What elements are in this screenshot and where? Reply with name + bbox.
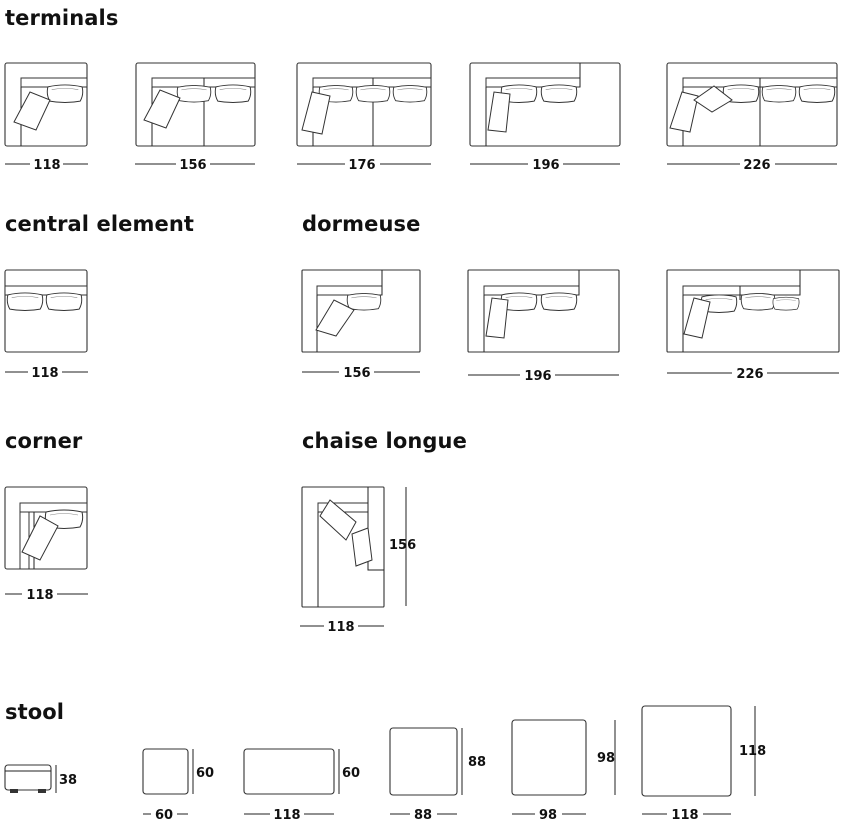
- dimension-label: 118: [33, 158, 60, 173]
- dimension-label: 118: [26, 588, 53, 603]
- dimension-central-118: 118: [5, 366, 88, 381]
- dimension-stool-38: 38: [55, 765, 77, 793]
- dimension-label: 156: [389, 538, 416, 553]
- dimension-stool-60: 60 60: [143, 749, 214, 823]
- dimension-stool-118: 118 118: [642, 706, 766, 823]
- dimension-label: 196: [532, 158, 559, 173]
- dimension-terminal-226: 226: [667, 158, 837, 173]
- terminal-156: [135, 62, 256, 147]
- stool-118x60: [243, 748, 335, 795]
- dimension-label: 60: [155, 808, 173, 823]
- stool-60: [142, 748, 189, 795]
- dimension-label: 118: [671, 808, 698, 823]
- dimension-stool-98: 98 98: [512, 720, 616, 823]
- dimension-label: 60: [196, 766, 214, 781]
- dimension-label: 88: [468, 755, 486, 770]
- dimension-label: 156: [179, 158, 206, 173]
- dimension-terminal-156: 156: [135, 158, 255, 173]
- dimension-label: 118: [739, 744, 766, 759]
- terminal-176: [296, 62, 432, 147]
- stool-98: [511, 719, 587, 796]
- dimension-label: 196: [524, 369, 551, 384]
- dimension-stool-88: 88 88: [390, 728, 486, 823]
- dimension-chaise-width: 118: [300, 620, 384, 635]
- dimension-terminal-176: 176: [297, 158, 431, 173]
- dimension-label: 60: [342, 766, 360, 781]
- terminal-226: [666, 62, 838, 147]
- dormeuse-196: [467, 269, 620, 353]
- dimension-label: 176: [348, 158, 375, 173]
- dimension-label: 118: [273, 808, 300, 823]
- central-element-118: [4, 269, 88, 353]
- section-title-dormeuse: dormeuse: [302, 212, 421, 236]
- stool-38: [4, 764, 52, 793]
- stool-88: [389, 727, 458, 796]
- section-title-terminals: terminals: [5, 6, 119, 30]
- dormeuse-156: [301, 269, 421, 353]
- dimension-label: 118: [327, 620, 354, 635]
- dormeuse-226: [666, 269, 840, 353]
- dimension-label: 98: [539, 808, 557, 823]
- corner-118: [4, 486, 88, 570]
- dimension-dormeuse-156: 156: [302, 366, 420, 381]
- terminal-118: [4, 62, 88, 147]
- terminal-196: [469, 62, 621, 147]
- dimension-label: 38: [59, 773, 77, 788]
- dimension-label: 88: [414, 808, 432, 823]
- stool-118: [641, 705, 732, 797]
- dimension-label: 98: [597, 751, 615, 766]
- section-title-stool: stool: [5, 700, 65, 724]
- dimension-label: 118: [31, 366, 58, 381]
- dimension-label: 156: [343, 366, 370, 381]
- section-title-corner: corner: [5, 429, 83, 453]
- dimension-dormeuse-226: 226: [667, 367, 839, 382]
- chaise-longue: [301, 486, 385, 608]
- section-title-chaise-longue: chaise longue: [302, 429, 467, 453]
- dimension-corner-118: 118: [5, 588, 88, 603]
- dimension-chaise-depth: 156: [389, 487, 416, 606]
- dimension-label: 226: [743, 158, 770, 173]
- section-title-central-element: central element: [5, 212, 195, 236]
- dimension-stool-118x60: 118 60: [244, 749, 360, 823]
- dimension-label: 226: [736, 367, 763, 382]
- dimension-terminal-196: 196: [470, 158, 620, 173]
- dimension-dormeuse-196: 196: [468, 369, 619, 384]
- dimension-terminal-118: 118: [5, 158, 88, 173]
